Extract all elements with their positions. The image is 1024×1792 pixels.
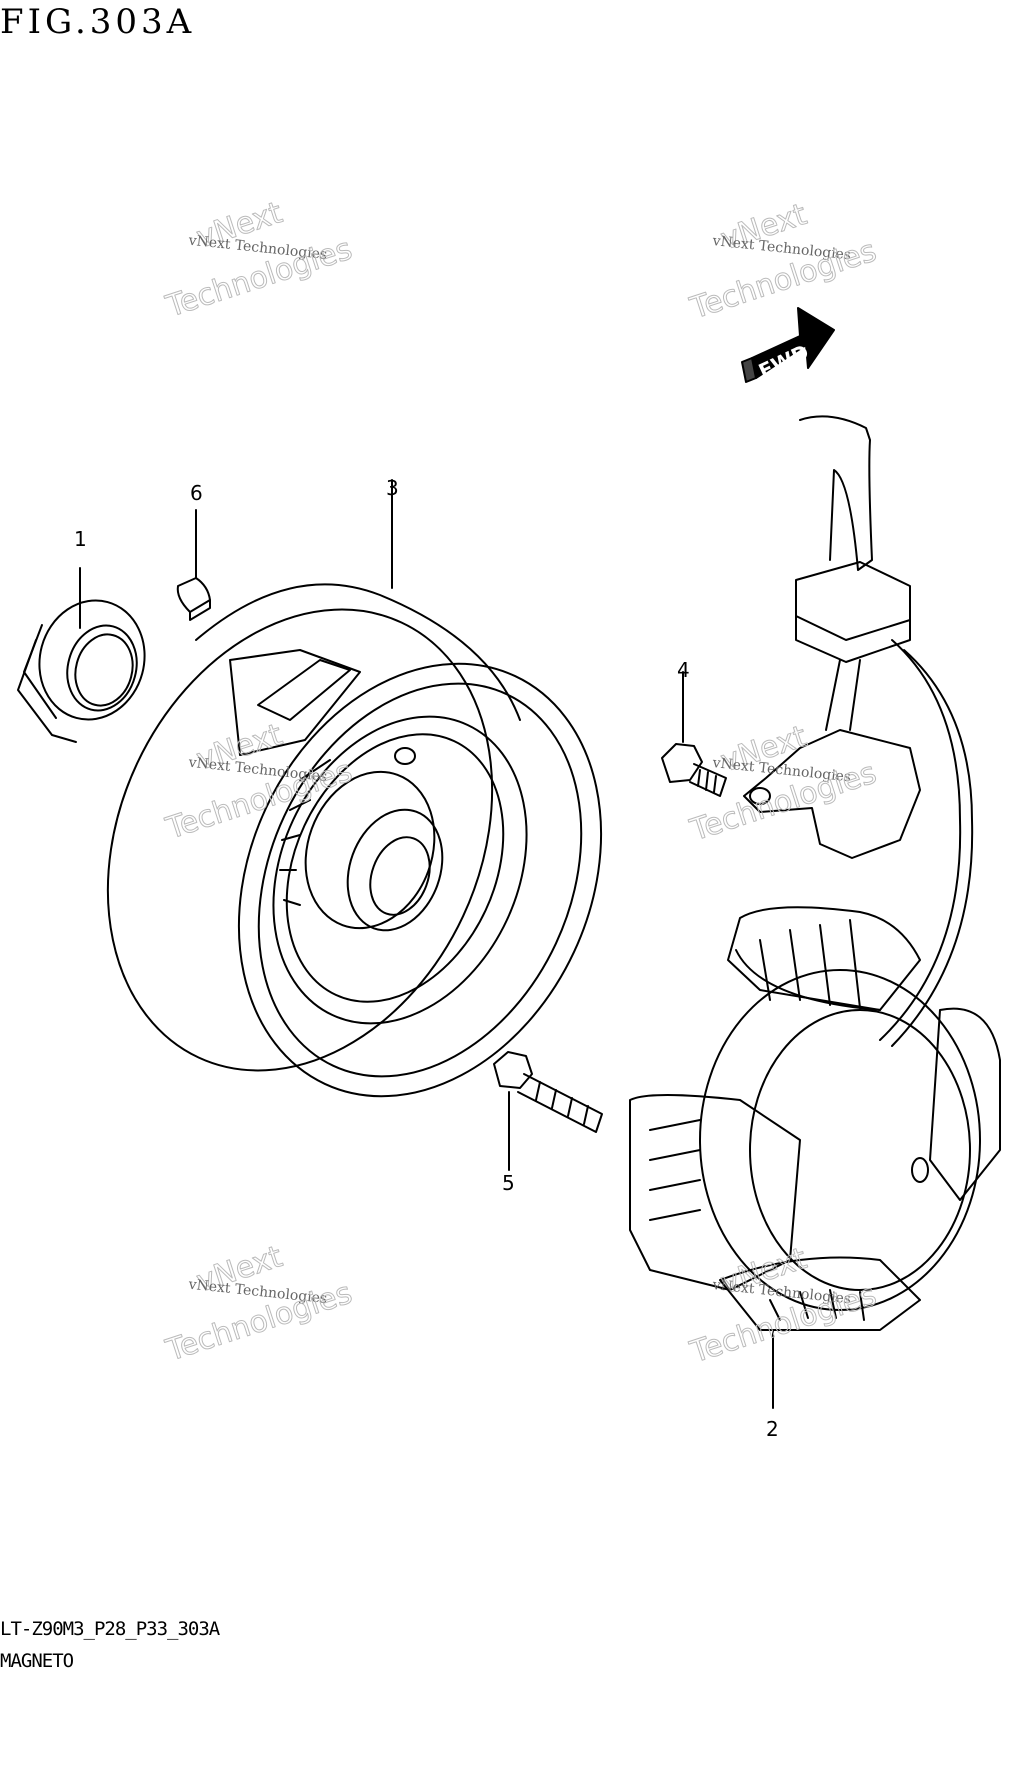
- callout-part-4: 4: [677, 658, 690, 682]
- part-5-screw: [493, 1051, 603, 1171]
- figure-name-label: MAGNETO: [0, 1650, 74, 1672]
- figure-title: FIG.303A: [0, 2, 196, 42]
- part-4-bolt: [661, 671, 727, 797]
- callout-part-6: 6: [190, 481, 203, 505]
- part-1-nut: [17, 567, 146, 743]
- pickup-coil: [743, 415, 974, 1047]
- watermark-top-left: vNext vNext Technologies Technologies: [161, 195, 357, 326]
- watermark-top-right: vNext vNext Technologies Technologies: [685, 197, 881, 328]
- callout-part-3: 3: [386, 476, 399, 500]
- part-6-key: [176, 509, 211, 621]
- watermark-bottom-right: vNext vNext Technologies Technologies: [685, 1241, 881, 1372]
- callout-part-5: 5: [502, 1171, 515, 1195]
- part-2-stator: [629, 906, 1001, 1409]
- callout-part-1: 1: [74, 527, 87, 551]
- callout-part-2: 2: [766, 1417, 779, 1441]
- model-code-label: LT-Z90M3_P28_P33_303A: [0, 1618, 220, 1640]
- watermark-bottom-left: vNext vNext Technologies Technologies: [161, 1239, 357, 1370]
- part-3-rotor: [106, 479, 603, 1098]
- fwd-arrow: FWD: [741, 307, 835, 383]
